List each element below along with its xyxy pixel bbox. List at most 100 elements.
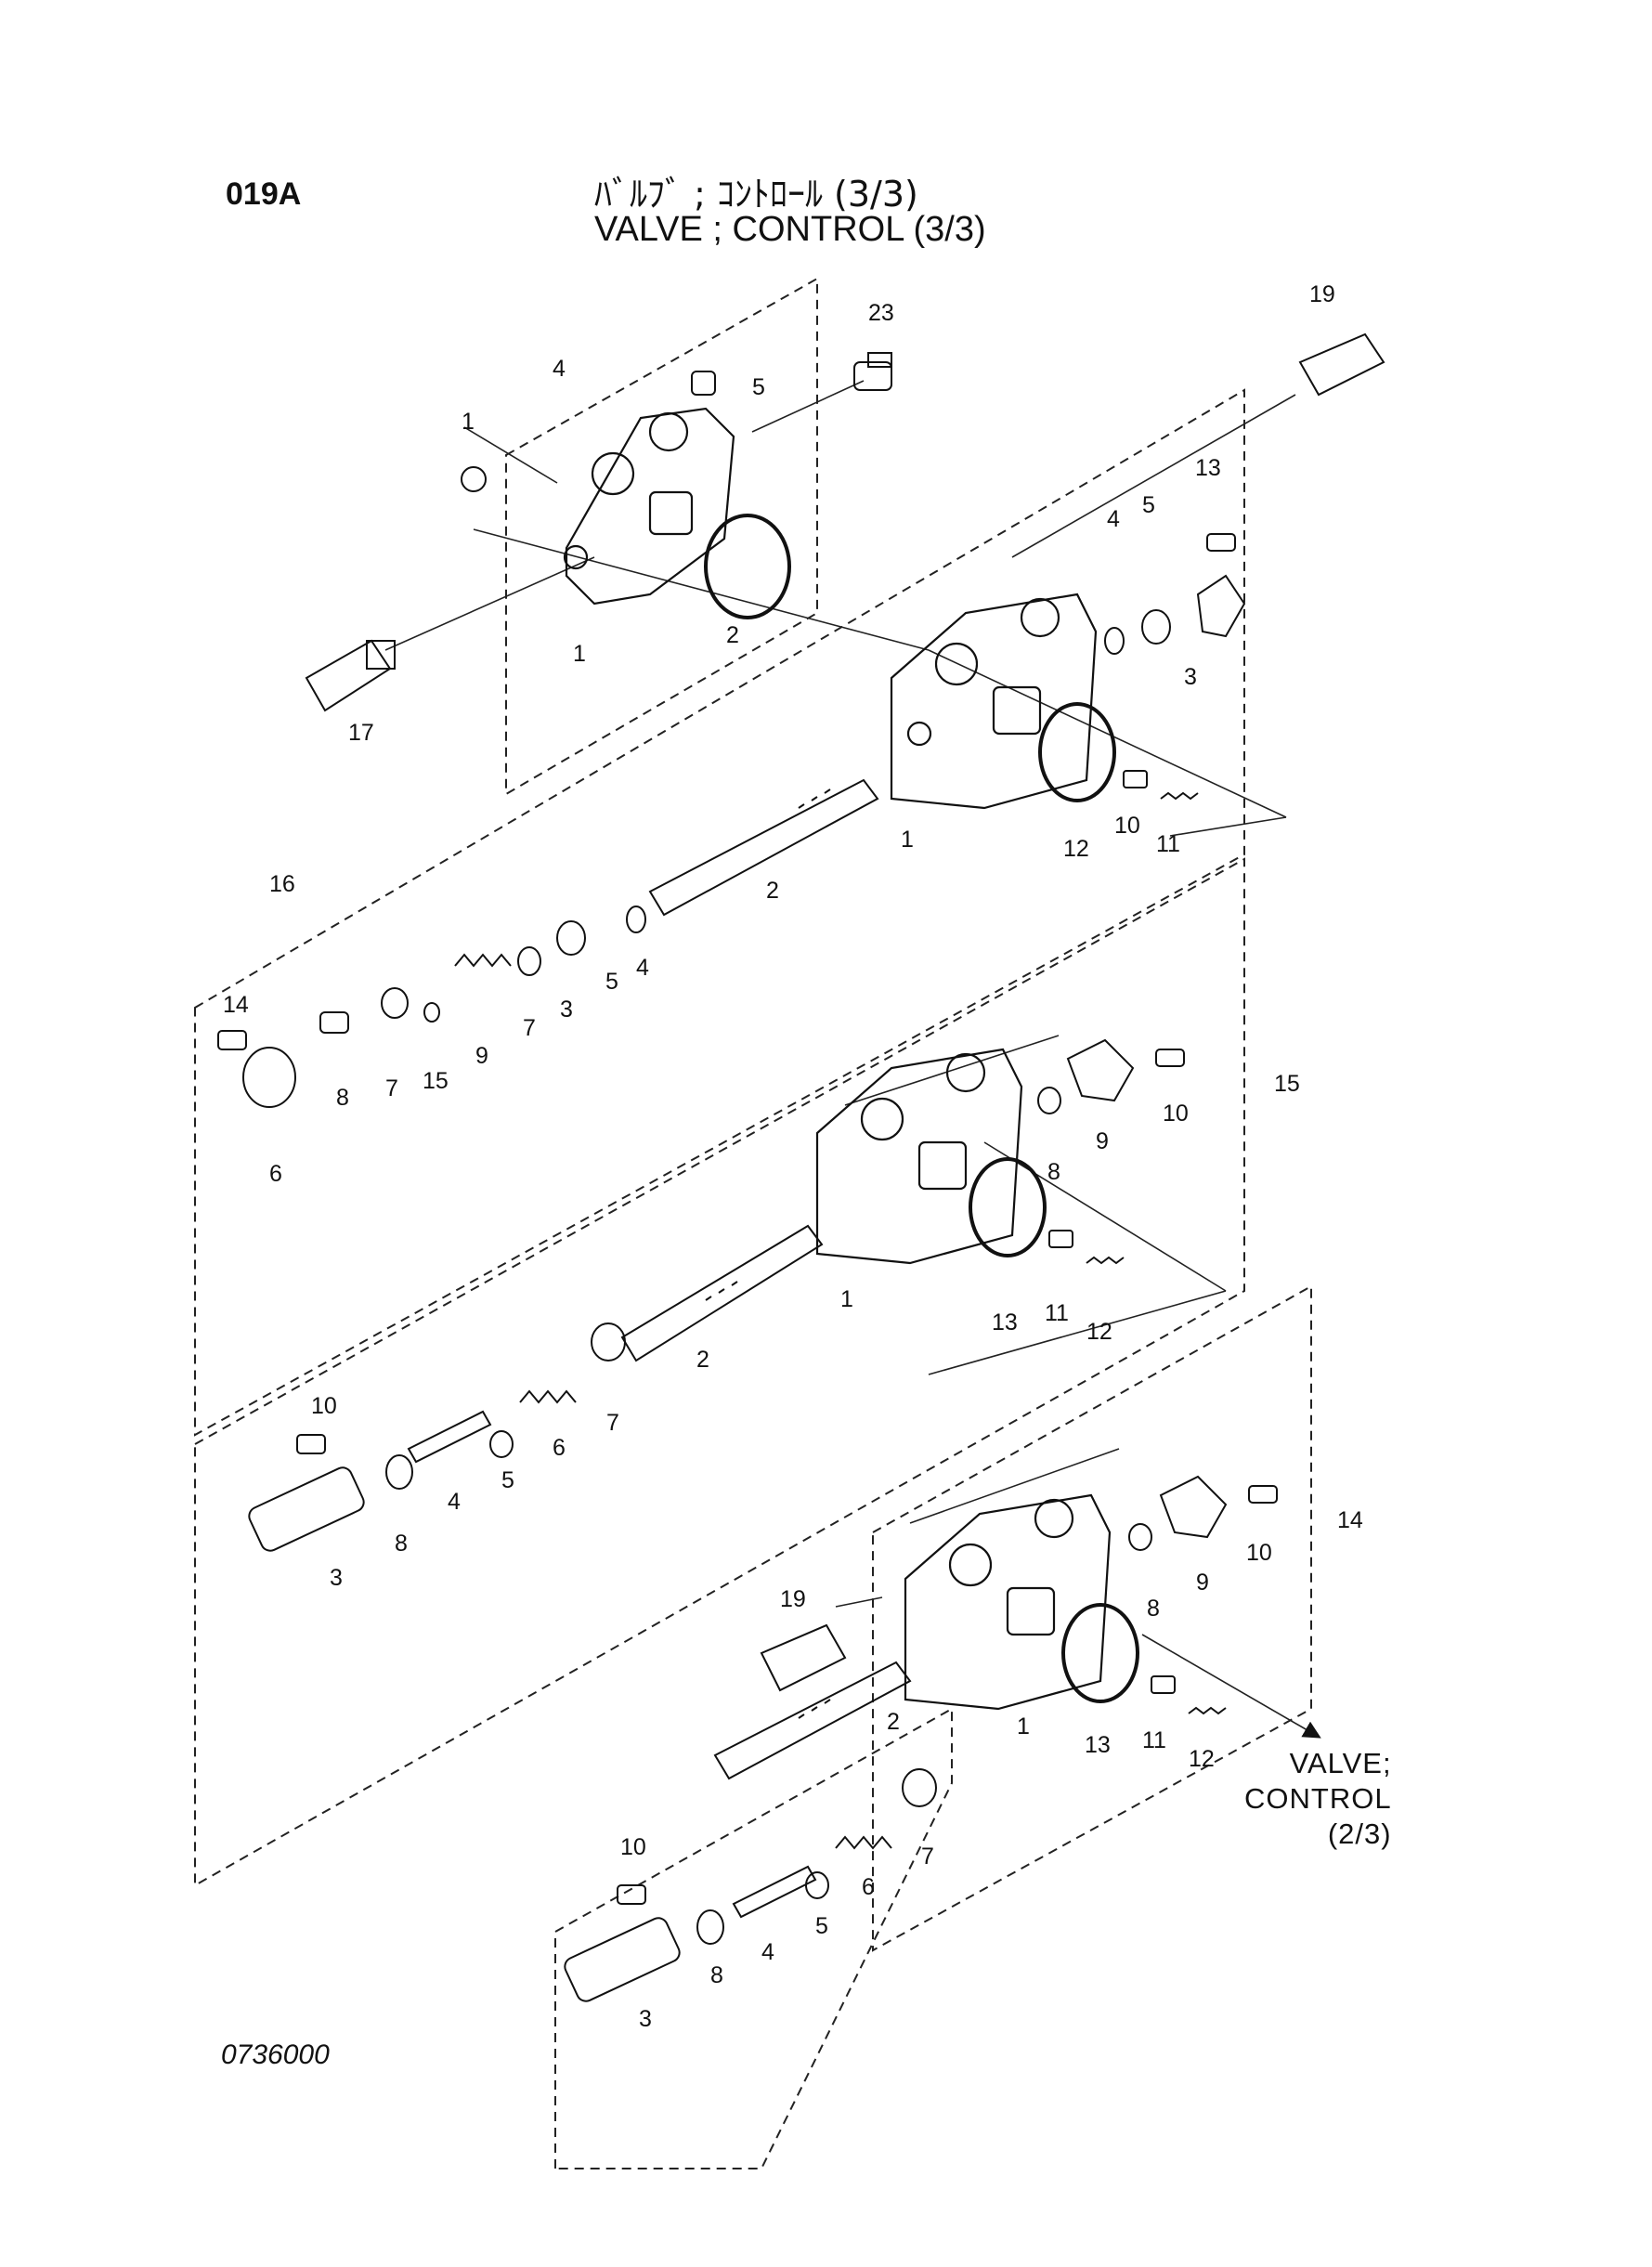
callout: 8 [395,1531,408,1557]
part-o-ring-13-mid[interactable] [969,1157,1047,1257]
title-english: VALVE ; CONTROL (3/3) [594,210,986,249]
callout: 19 [1309,281,1335,307]
callout: 1 [840,1286,853,1312]
part-spring-11-top[interactable] [1160,791,1199,801]
part-plug-19-top[interactable] [1298,332,1385,397]
drawing-code: 019A [226,176,302,212]
callout: 6 [553,1435,566,1461]
part-screw-10-top[interactable] [1123,770,1148,788]
part-nut-1[interactable] [461,466,487,492]
part-ring-5-top[interactable] [1141,609,1171,645]
callout: 10 [1246,1540,1272,1566]
callouts-sec15: 14 6 8 7 15 9 7 3 5 4 15 9 10 8 1 13 11 … [223,955,1300,1373]
part-bolt-10-mid[interactable] [1155,1049,1185,1067]
callout: 5 [605,969,618,995]
callout: 4 [553,356,566,382]
callout: 3 [330,1565,343,1591]
outline-group-14 [872,1284,1312,1952]
callout: 14 [1337,1507,1363,1533]
part-valve-body-1-low[interactable] [904,1493,1112,1711]
part-relief-valve-17[interactable] [305,639,396,712]
callout: 12 [1086,1319,1112,1345]
part-screw-11-mid[interactable] [1048,1230,1073,1248]
callout: 2 [696,1347,709,1373]
callout: 12 [1189,1746,1215,1772]
part-seal-8-mid[interactable] [1037,1087,1061,1114]
callout: 9 [1196,1570,1209,1596]
part-cap-9-low[interactable] [1159,1475,1228,1539]
title-japanese: ﾊﾞﾙﾌﾞ ; ｺﾝﾄﾛｰﾙ (3/3) [594,174,918,215]
xref-line-1: VALVE; [1289,1747,1392,1779]
callout: 12 [1063,836,1089,862]
callout: 11 [1142,1727,1166,1753]
callout: 1 [901,827,914,853]
outline-group-16 [194,388,1245,1437]
callout: 7 [523,1015,536,1041]
leader-lines [384,380,1321,1739]
callout: 10 [1114,813,1140,839]
callout: 11 [1156,831,1180,857]
part-spool-2-mid[interactable] [620,1224,824,1362]
callout: 23 [868,300,894,326]
callout: 16 [269,871,295,897]
callout: 15 [1274,1071,1300,1097]
callouts-sec14: 10 4 5 6 7 8 3 14 9 10 8 19 1 13 11 12 2 [311,1393,1363,1772]
outline-group-4 [505,277,818,796]
part-end-cover-4[interactable] [563,407,735,606]
callout: 11 [1045,1300,1069,1326]
callout: 2 [766,878,779,904]
callout: 8 [1047,1159,1060,1185]
part-flange-3-top[interactable] [1196,574,1246,638]
callout: 3 [639,2006,652,2032]
callout: 2 [887,1709,900,1735]
part-o-ring-12-top[interactable] [1038,702,1116,802]
part-seal-8-low[interactable] [1128,1523,1152,1551]
part-spool-2-low[interactable] [713,1661,912,1780]
callout: 7 [385,1075,398,1101]
part-bolt-13-top[interactable] [1206,533,1236,552]
part-o-ring-13-low[interactable] [1061,1603,1139,1703]
part-screw-11-low[interactable] [1151,1675,1176,1694]
part-bolt-5-top[interactable] [691,371,716,396]
part-spring-group-mid[interactable] [246,1322,626,1554]
part-spring-cap-16-group[interactable] [217,905,646,1108]
callout: 5 [1142,492,1155,518]
callout: 7 [606,1410,619,1436]
xref-line-2: CONTROL [1244,1782,1392,1815]
callout: 6 [269,1161,282,1187]
callout: 3 [1184,664,1197,690]
part-spring-12-low[interactable] [1188,1706,1227,1715]
callout: 1 [573,641,586,667]
callouts-top: 4 5 23 19 1 1 2 17 13 4 5 3 1 12 10 11 2… [269,281,1335,904]
callout: 9 [475,1043,488,1069]
callout: 4 [1107,506,1120,532]
callout: 4 [636,955,649,981]
callout: 6 [862,1874,875,1900]
callout: 17 [348,720,374,746]
callout: 15 [423,1068,449,1094]
callout: 1 [462,409,475,435]
callout: 10 [311,1393,337,1419]
cross-reference-label[interactable]: VALVE; CONTROL (2/3) [1244,1746,1392,1852]
callout: 4 [448,1489,461,1515]
callout: 2 [726,622,739,648]
callout: 7 [921,1844,934,1870]
callout: 13 [1195,455,1221,481]
part-o-ring-2-top[interactable] [704,514,791,619]
part-spring-12-mid[interactable] [1086,1256,1125,1265]
callout: 10 [1163,1101,1189,1127]
part-cap-9-mid[interactable] [1066,1038,1135,1102]
callout: 13 [1085,1732,1111,1758]
part-valve-body-1-top[interactable] [890,593,1098,810]
part-spring-group-bottom[interactable] [562,1768,937,2004]
part-plug-23[interactable] [853,352,892,391]
outline-bottom [554,1707,953,2169]
part-spool-2-top[interactable] [648,778,879,917]
part-seal-4-top[interactable] [1104,627,1125,655]
callout: 5 [501,1467,514,1493]
part-bolt-10-low[interactable] [1248,1485,1278,1504]
callout: 9 [1096,1128,1109,1154]
part-plug-19-low[interactable] [760,1623,847,1692]
callout: 8 [710,1962,723,1988]
